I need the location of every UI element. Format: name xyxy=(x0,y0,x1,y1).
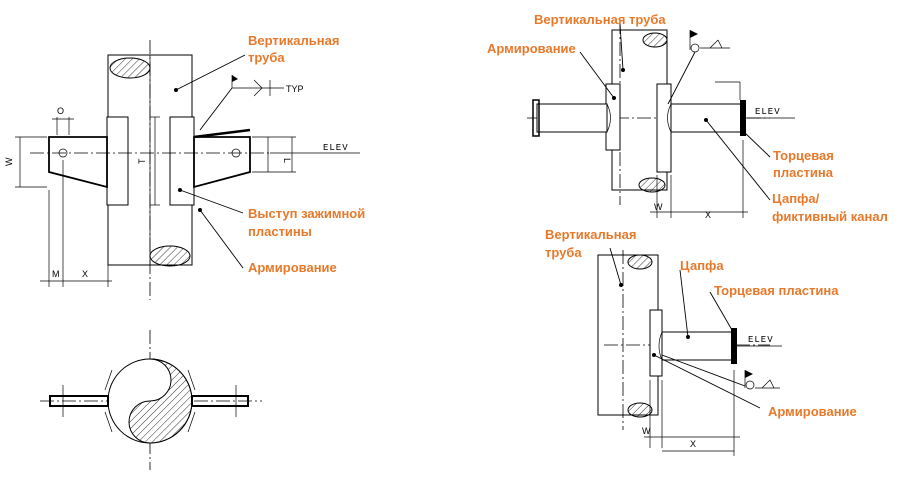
end-plate-rb xyxy=(731,328,737,364)
label-vertical-pipe-rt: Вертикальная труба xyxy=(534,12,666,27)
label-elev-rb: ELEV xyxy=(748,335,774,345)
dim-x-rb: X xyxy=(690,439,696,449)
left-plan-view xyxy=(40,330,262,470)
end-plate-rt xyxy=(740,100,746,136)
pipe-section-hatch xyxy=(128,358,193,444)
trunnion-rb xyxy=(661,331,733,361)
label-vertical-pipe-rb: Вертикальная труба xyxy=(545,227,640,260)
label-end-plate-rt-l2: пластина xyxy=(773,165,834,180)
label-trunnion-rt-l2: фиктивный канал xyxy=(772,209,888,224)
vertical-pipe-shape-rb xyxy=(597,254,659,416)
label-vertical-pipe-rb-l2: труба xyxy=(545,245,582,260)
label-clamp-plate: Выступ зажимной пластины xyxy=(248,206,369,239)
dim-x-left: X xyxy=(82,269,88,279)
clamp-lug-left xyxy=(48,136,108,189)
label-trunnion-rt: Цапфа/ фиктивный канал xyxy=(772,191,888,224)
plan-lug-left xyxy=(49,395,109,407)
pipe-cut-bottom xyxy=(149,245,191,267)
label-end-plate-rt: Торцевая пластина xyxy=(773,148,838,180)
label-elev-rt: ELEV xyxy=(755,107,781,117)
dim-w-rb: W xyxy=(642,426,651,436)
right-bottom-view xyxy=(597,247,782,456)
dim-w-left: W xyxy=(4,157,14,166)
pipe-cut-top xyxy=(109,57,151,79)
label-vertical-pipe-left: Вертикальная труба xyxy=(248,33,343,65)
dim-w-rt: W xyxy=(654,202,663,212)
label-trunnion-rb: Цапфа xyxy=(680,258,724,273)
reinforcement-pad-left xyxy=(106,116,129,206)
label-reinforcement-rb: Армирование xyxy=(768,404,857,419)
label-clamp-plate-l1: Выступ зажимной xyxy=(248,206,365,221)
label-end-plate-rb: Торцевая пластина xyxy=(714,283,839,298)
label-typ: TYP xyxy=(286,84,304,94)
dim-t: T xyxy=(137,158,147,164)
label-trunnion-rt-l1: Цапфа/ xyxy=(772,191,820,206)
right-top-view xyxy=(527,20,795,218)
label-vertical-pipe-left-l2: труба xyxy=(248,50,285,65)
dim-m: M xyxy=(52,269,60,279)
clamp-lug-right xyxy=(193,136,251,189)
left-front-view xyxy=(15,40,360,300)
dim-l: L xyxy=(282,158,292,163)
label-vertical-pipe-rb-l1: Вертикальная xyxy=(545,227,636,242)
label-reinforcement-left: Армирование xyxy=(248,260,337,275)
dim-x-rt: X xyxy=(705,210,711,220)
dim-o: O xyxy=(57,106,64,116)
plan-lug-right xyxy=(191,395,249,407)
label-elev-left: ELEV xyxy=(323,143,349,153)
reinforcement-pad-right xyxy=(169,116,195,206)
label-vertical-pipe-left-l1: Вертикальная xyxy=(248,33,339,48)
label-clamp-plate-l2: пластины xyxy=(248,224,312,239)
label-end-plate-rt-l1: Торцевая xyxy=(773,148,834,163)
label-reinforcement-rt: Армирование xyxy=(487,41,576,56)
